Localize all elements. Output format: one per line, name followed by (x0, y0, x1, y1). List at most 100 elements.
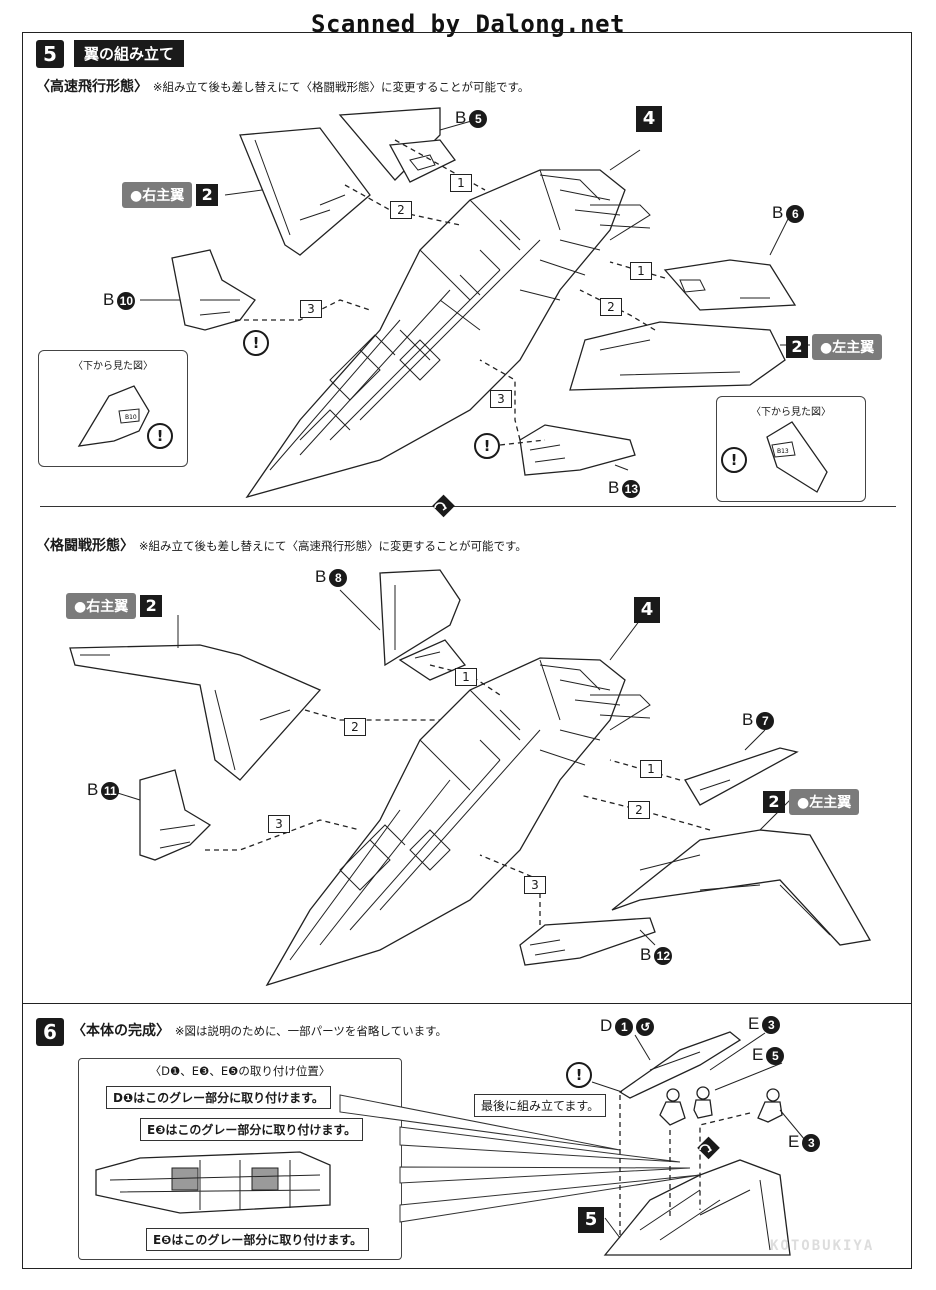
right-wing-badge-high-speed: ●右主翼 2 (122, 182, 219, 208)
left-wing-label: ●左主翼 (812, 334, 883, 360)
callout-e5: E❺はこのグレー部分に取り付けます。 (146, 1228, 370, 1251)
combat-mode-heading: 〈格闘戦形態〉 ※組み立て後も差し替えにて〈高速飛行形態〉に変更することが可能で… (36, 535, 527, 555)
combat-mode-label: 〈格闘戦形態〉 (36, 538, 134, 554)
part-letter: B (608, 478, 620, 497)
high-speed-mode-label: 〈高速飛行形態〉 (36, 79, 148, 95)
part-b12-combat (519, 917, 656, 966)
part-number: 13 (622, 479, 641, 498)
part-number: 11 (101, 781, 120, 800)
step-1-marker: 1 (455, 668, 477, 686)
part-b11-combat (139, 769, 212, 861)
part-b6-high-speed (663, 259, 797, 311)
attachment-position-caption: 〈D❶、E❸、E❺の取り付け位置〉 (149, 1064, 331, 1078)
part-letter: B (455, 108, 467, 127)
warning-icon: ! (721, 447, 747, 473)
wing-qty: 2 (196, 184, 219, 206)
step-1-marker-right: 1 (640, 760, 662, 778)
warning-icon: ! (474, 433, 500, 459)
inset-caption: 〈下から見た図〉 (73, 361, 153, 372)
fuselage-combat (265, 657, 651, 987)
right-main-wing-high-speed (239, 127, 371, 256)
inset-bottom-view-b10: 〈下から見た図〉 B10 ! (38, 350, 188, 467)
part-number: 10 (117, 291, 136, 310)
step-6-number: 6 (36, 1018, 64, 1046)
scan-credit: Scanned by Dalong.net (311, 10, 625, 38)
left-main-wing-high-speed (569, 321, 786, 391)
right-wing-label: ●右主翼 (66, 593, 137, 619)
part-b7-combat (684, 747, 799, 806)
step-3-marker-bottom: 3 (490, 390, 512, 408)
cockpit-section-drawing (95, 1151, 331, 1214)
fuselage-ref-4-combat: 4 (634, 597, 660, 623)
step-3-marker-left: 3 (268, 815, 290, 833)
part-letter: B (742, 710, 754, 729)
fuselage-high-speed (245, 169, 651, 499)
part-b10-high-speed (171, 249, 256, 331)
inset-b13-drawing: B13 (766, 421, 828, 493)
swap-mode-icon (697, 1136, 720, 1160)
part-letter: E (752, 1045, 764, 1064)
part-number: 6 (786, 204, 805, 223)
step-1-marker-right: 1 (630, 262, 652, 280)
part-b13-high-speed (519, 424, 636, 476)
part-letter: E (788, 1132, 800, 1151)
left-wing-badge-high-speed: 2 ●左主翼 (786, 334, 883, 360)
wing-qty: 2 (763, 791, 785, 813)
step-2-marker-right: 2 (628, 801, 650, 819)
canopy-d1 (618, 1031, 742, 1099)
step-2-marker-right: 2 (600, 298, 622, 316)
step-3-marker-left: 3 (300, 300, 322, 318)
high-speed-mode-note: ※組み立て後も差し替えにて〈格闘戦形態〉に変更することが可能です。 (152, 80, 530, 94)
step-5-number: 5 (36, 40, 64, 68)
swap-mode-icon (432, 494, 455, 518)
step-6-heading: 〈本体の完成〉 ※図は説明のために、一部パーツを省略しています。 (72, 1020, 447, 1040)
part-number: 8 (329, 568, 348, 587)
brand-watermark: KOTOBUKIYA (770, 1238, 875, 1254)
left-wing-badge-combat: 2 ●左主翼 (763, 789, 860, 815)
right-wing-label: ●右主翼 (122, 182, 193, 208)
inset-part-label: B13 (777, 448, 789, 455)
step-3-marker-bottom: 3 (524, 876, 546, 894)
page-frame (22, 32, 912, 1269)
part-letter: B (315, 567, 327, 586)
step-5-title: 翼の組み立て (74, 40, 185, 67)
part-letter: B (103, 290, 115, 309)
step-6-note: ※図は説明のために、一部パーツを省略しています。 (174, 1024, 447, 1038)
part-letter: E (748, 1014, 760, 1033)
warning-icon: ! (147, 423, 173, 449)
wing-qty: 2 (786, 336, 808, 358)
inset-bottom-view-b13: 〈下から見た図〉 B13 ! (716, 396, 866, 502)
right-wing-badge-combat: ●右主翼 2 (66, 593, 163, 619)
callout-d1: D❶はこのグレー部分に取り付けます。 (106, 1086, 331, 1109)
combat-mode-note: ※組み立て後も差し替えにて〈高速飛行形態〉に変更することが可能です。 (138, 539, 527, 553)
fuselage-ref-5: 5 (578, 1207, 604, 1233)
part-b5-high-speed (338, 107, 456, 183)
part-number: 7 (756, 711, 775, 730)
part-number: 1 (615, 1017, 634, 1036)
step-2-marker: 2 (390, 201, 412, 219)
part-number: 12 (654, 946, 673, 965)
step-6-divider (22, 1003, 912, 1004)
part-letter: B (640, 945, 652, 964)
high-speed-mode-heading: 〈高速飛行形態〉 ※組み立て後も差し替えにて〈格闘戦形態〉に変更することが可能で… (36, 76, 529, 96)
part-letter: B (772, 203, 784, 222)
left-wing-label: ●左主翼 (789, 789, 860, 815)
part-number: 5 (469, 109, 488, 128)
right-main-wing-combat (69, 644, 322, 781)
part-number: 5 (766, 1046, 785, 1065)
warning-icon: ! (243, 330, 269, 356)
